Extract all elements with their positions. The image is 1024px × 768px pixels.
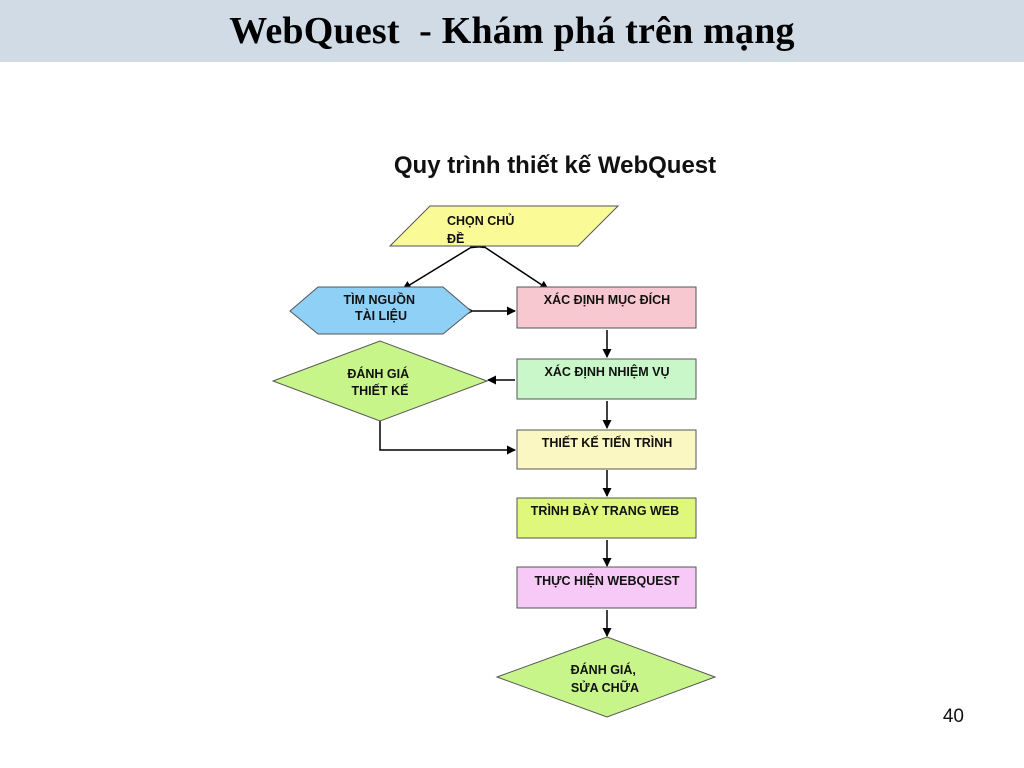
node-choose-topic-label: CHỌN CHỦ ĐỀ	[447, 213, 518, 246]
node-present-web-label: TRÌNH BÀY TRANG WEB	[531, 503, 679, 518]
title-bar: WebQuest - Khám phá trên mạng	[0, 0, 1024, 62]
node-choose-topic: CHỌN CHỦ ĐỀ	[388, 205, 620, 247]
node-define-task: XÁC ĐỊNH NHIỆM VỤ	[516, 358, 697, 400]
connector-evaluation-process	[379, 421, 516, 455]
node-define-task-label: XÁC ĐỊNH NHIỆM VỤ	[544, 364, 669, 379]
connector-topic-sources	[402, 239, 480, 290]
node-design-process-label: THIẾT KẾ TIẾN TRÌNH	[542, 435, 673, 450]
node-evaluate-fix-label: ĐÁNH GIÁ, SỬA CHỮA	[571, 662, 640, 695]
page-number: 40	[942, 706, 964, 727]
node-present-web: TRÌNH BÀY TRANG WEB	[516, 497, 697, 539]
connector-topic-goal	[476, 239, 549, 290]
slide-title: WebQuest - Khám phá trên mạng	[229, 10, 795, 52]
node-define-goal: XÁC ĐỊNH MỤC ĐÍCH	[516, 286, 697, 329]
diagram-title: Quy trình thiết kế WebQuest	[393, 152, 717, 179]
node-design-evaluation: ĐÁNH GIÁ THIẾT KẾ	[271, 340, 489, 422]
node-run-webquest: THỰC HIỆN WEBQUEST	[516, 566, 697, 609]
node-design-evaluation-label: ĐÁNH GIÁ THIẾT KẾ	[347, 366, 412, 398]
node-find-sources-label: TÌM NGUỒN TÀI LIỆU	[343, 292, 418, 323]
node-find-sources: TÌM NGUỒN TÀI LIỆU	[289, 286, 472, 335]
node-evaluate-fix: ĐÁNH GIÁ, SỬA CHỮA	[495, 636, 717, 718]
node-run-webquest-label: THỰC HIỆN WEBQUEST	[534, 573, 679, 588]
node-define-goal-label: XÁC ĐỊNH MỤC ĐÍCH	[544, 292, 670, 307]
node-design-process: THIẾT KẾ TIẾN TRÌNH	[516, 429, 697, 470]
